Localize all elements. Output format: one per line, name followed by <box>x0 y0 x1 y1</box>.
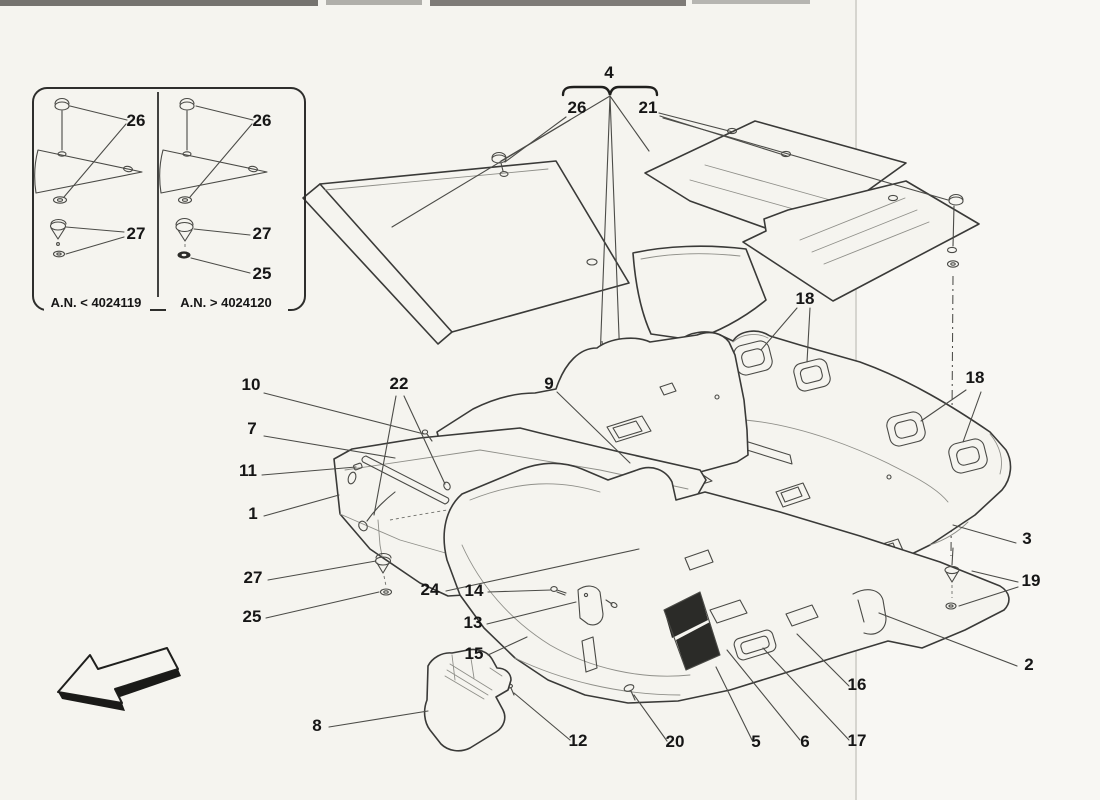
inset-caption-right: A.N. > 4024120 <box>180 295 271 310</box>
ring-cutout <box>793 358 831 392</box>
scan-smudge <box>326 0 422 5</box>
callout-1: 1 <box>248 504 257 523</box>
scan-smudge <box>0 0 318 6</box>
mat-eyelet <box>946 246 958 254</box>
callout-7: 7 <box>247 419 256 438</box>
rounded-cutout <box>733 629 777 661</box>
inset-callout-26-right: 26 <box>253 111 272 130</box>
rail-pin <box>443 481 451 491</box>
inset-callout-25-right: 25 <box>253 264 272 283</box>
callout-11: 11 <box>239 461 257 480</box>
leader-lines <box>261 307 1019 742</box>
callout-17: 17 <box>848 731 867 750</box>
inset-callout-27-left: 27 <box>127 224 146 243</box>
inset-callout-27-right: 27 <box>253 224 272 243</box>
carpet-lip <box>852 589 887 635</box>
inset-mat-corner <box>34 149 143 194</box>
bracket <box>561 85 659 97</box>
arrow-body <box>57 647 179 704</box>
front-right-mat <box>632 245 767 341</box>
callout-9: 9 <box>544 374 553 393</box>
flap-13 <box>550 585 618 626</box>
callout-27: 27 <box>244 568 263 587</box>
detail-inset: 26 27 26 27 25 A.N. < 4024119 A.N. > 402… <box>32 87 306 311</box>
mat-eyelet <box>887 194 899 202</box>
callout-4: 4 <box>604 63 614 82</box>
dark-wedge <box>676 622 720 670</box>
callout-12: 12 <box>569 731 588 750</box>
fastener-stack-under-carpet <box>374 519 393 596</box>
rect-cutout <box>775 482 811 508</box>
callout-16: 16 <box>848 675 867 694</box>
arrow-shadow-edge <box>58 692 125 711</box>
callout-3: 3 <box>1022 529 1031 548</box>
fastener-stack-19 <box>944 547 960 610</box>
slot-cutout <box>581 636 598 673</box>
callout-labels: 4 26 21 18 18 9 22 10 7 11 1 27 25 24 14… <box>239 63 1040 751</box>
rect-cutout <box>606 415 652 443</box>
mat-eyelet <box>586 258 598 266</box>
floor-hole <box>714 394 720 400</box>
inset-caption-left: A.N. < 4024119 <box>51 295 142 310</box>
callout-24: 24 <box>421 580 440 599</box>
inset-left-panel <box>34 97 143 258</box>
callout-26-leaders <box>391 116 571 228</box>
mat-group-bracket <box>391 85 949 390</box>
callout-22: 22 <box>390 374 409 393</box>
inset-callout-26-left: 26 <box>127 111 146 130</box>
caption-backing <box>44 296 150 311</box>
small-bump <box>659 382 677 396</box>
scan-smudge <box>430 0 686 6</box>
callout-2: 2 <box>1024 655 1033 674</box>
mat-inner-line <box>324 168 549 191</box>
callout-21: 21 <box>639 98 658 117</box>
dark-wedge <box>664 592 708 638</box>
hook-pin <box>358 520 368 532</box>
fixing-rail-22 <box>358 455 451 532</box>
inset-right-panel <box>159 97 268 274</box>
callout-15: 15 <box>465 644 484 663</box>
wedge-outline <box>663 591 721 671</box>
screw-10 <box>421 429 433 442</box>
callout-14: 14 <box>465 581 484 600</box>
side-hole <box>347 471 357 485</box>
callout-5: 5 <box>751 732 760 751</box>
callout-13: 13 <box>464 613 483 632</box>
scan-smudge <box>692 0 810 4</box>
tunnel-carpet-outline <box>443 462 1010 704</box>
callout-20: 20 <box>666 732 685 751</box>
ring-cutout <box>948 438 988 474</box>
floor-hole <box>886 474 892 480</box>
rect-cutout <box>709 599 748 624</box>
callout-19: 19 <box>1022 571 1041 590</box>
rect-cutout <box>684 549 714 571</box>
mat-inner-line <box>640 253 741 260</box>
floor-mats <box>302 120 980 557</box>
direction-arrow <box>57 647 181 711</box>
pin-20 <box>623 684 636 701</box>
caption-backing <box>166 296 288 311</box>
front-left-mat-fold <box>302 183 453 345</box>
callout-18-left: 18 <box>796 289 815 308</box>
arrow-shadow-edge <box>115 669 181 697</box>
ring-cutout <box>886 411 926 447</box>
callout-26: 26 <box>568 98 587 117</box>
callout-18-right: 18 <box>966 368 985 387</box>
callout-8: 8 <box>312 716 321 735</box>
mat-shading <box>799 197 930 265</box>
clip-11 <box>353 462 363 471</box>
rear-right-mat <box>742 180 980 302</box>
rect-cutout <box>785 604 819 627</box>
inset-mat-corner <box>159 149 268 194</box>
tunnel-carpet <box>443 462 1010 704</box>
front-left-mat <box>319 160 630 333</box>
side-trim-part8 <box>423 648 512 752</box>
callout-6: 6 <box>800 732 809 751</box>
callout-21-leaders <box>658 112 949 201</box>
callout-25: 25 <box>243 607 262 626</box>
callout-10: 10 <box>242 375 261 394</box>
side-trim-outline <box>423 648 512 752</box>
